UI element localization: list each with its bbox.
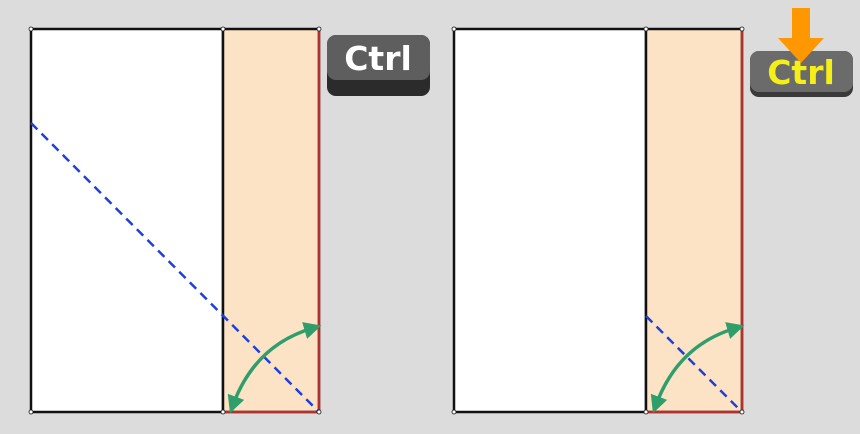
- panel-right: Ctrl: [451, 8, 853, 415]
- press-down-arrow-icon: [778, 8, 824, 63]
- ctrl-key-icon: Ctrl: [327, 35, 430, 96]
- panel-left: Ctrl: [28, 26, 430, 415]
- ctrl-key-label: Ctrl: [344, 39, 412, 78]
- corner-dots: [28, 26, 322, 415]
- corner-dots: [451, 26, 745, 415]
- fold-line: [30, 122, 320, 413]
- ctrl-key-face: [750, 51, 853, 92]
- rotate-arrow-icon: [227, 322, 322, 414]
- sheet-main: [452, 27, 648, 414]
- ctrl-key-face: [327, 35, 430, 80]
- rotate-arrow-icon: [650, 322, 745, 414]
- fold-strip: [223, 29, 319, 412]
- fold-strip: [646, 29, 742, 412]
